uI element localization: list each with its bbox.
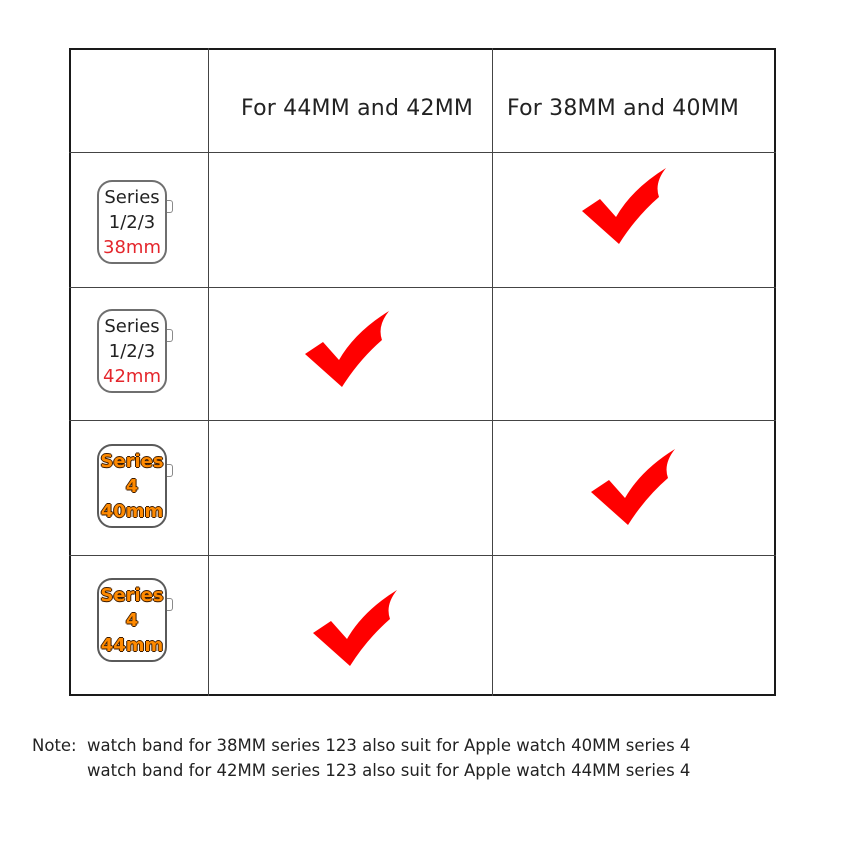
watch-size-label: 42mm xyxy=(103,365,161,387)
watch-size-label: 44mm xyxy=(100,634,164,656)
checkmark-icon xyxy=(582,168,666,244)
table-row-divider xyxy=(69,152,776,153)
table-row-divider xyxy=(69,287,776,288)
note-line-2: watch band for 42MM series 123 also suit… xyxy=(87,761,691,780)
watch-crown-icon xyxy=(167,464,173,477)
watch-model-label: 4 xyxy=(125,609,139,631)
watch-series-label: Series xyxy=(104,315,160,337)
watch-series-label: Series xyxy=(104,186,160,208)
checkmark-icon xyxy=(591,449,675,525)
note-line-1: watch band for 38MM series 123 also suit… xyxy=(87,736,691,755)
watch-icon-series123-38mm: Series 1/2/3 38mm xyxy=(93,178,177,268)
table-column-divider xyxy=(208,48,209,696)
checkmark-icon xyxy=(313,590,397,666)
column-header-44-42: For 44MM and 42MM xyxy=(241,96,474,121)
table-row-divider xyxy=(69,555,776,556)
watch-crown-icon xyxy=(167,200,173,213)
checkmark-icon xyxy=(305,311,389,387)
watch-case-icon xyxy=(97,578,167,662)
compatibility-table xyxy=(69,48,776,696)
watch-case-icon xyxy=(97,309,167,393)
watch-model-label: 1/2/3 xyxy=(108,211,156,233)
watch-icon-series4-40mm: Series 4 40mm xyxy=(93,442,177,532)
watch-series-label: Series xyxy=(100,584,164,606)
watch-size-label: 38mm xyxy=(103,236,161,258)
table-column-divider xyxy=(492,48,493,696)
watch-icon-series4-44mm: Series 4 44mm xyxy=(93,576,177,666)
watch-crown-icon xyxy=(167,329,173,342)
note-prefix: Note: xyxy=(32,736,77,755)
table-row-divider xyxy=(69,420,776,421)
watch-model-label: 4 xyxy=(125,475,139,497)
watch-case-icon xyxy=(97,180,167,264)
watch-model-label: 1/2/3 xyxy=(108,340,156,362)
watch-crown-icon xyxy=(167,598,173,611)
column-header-38-40: For 38MM and 40MM xyxy=(507,96,740,121)
watch-series-label: Series xyxy=(100,450,164,472)
watch-case-icon xyxy=(97,444,167,528)
watch-icon-series123-42mm: Series 1/2/3 42mm xyxy=(93,307,177,397)
watch-size-label: 40mm xyxy=(100,500,164,522)
